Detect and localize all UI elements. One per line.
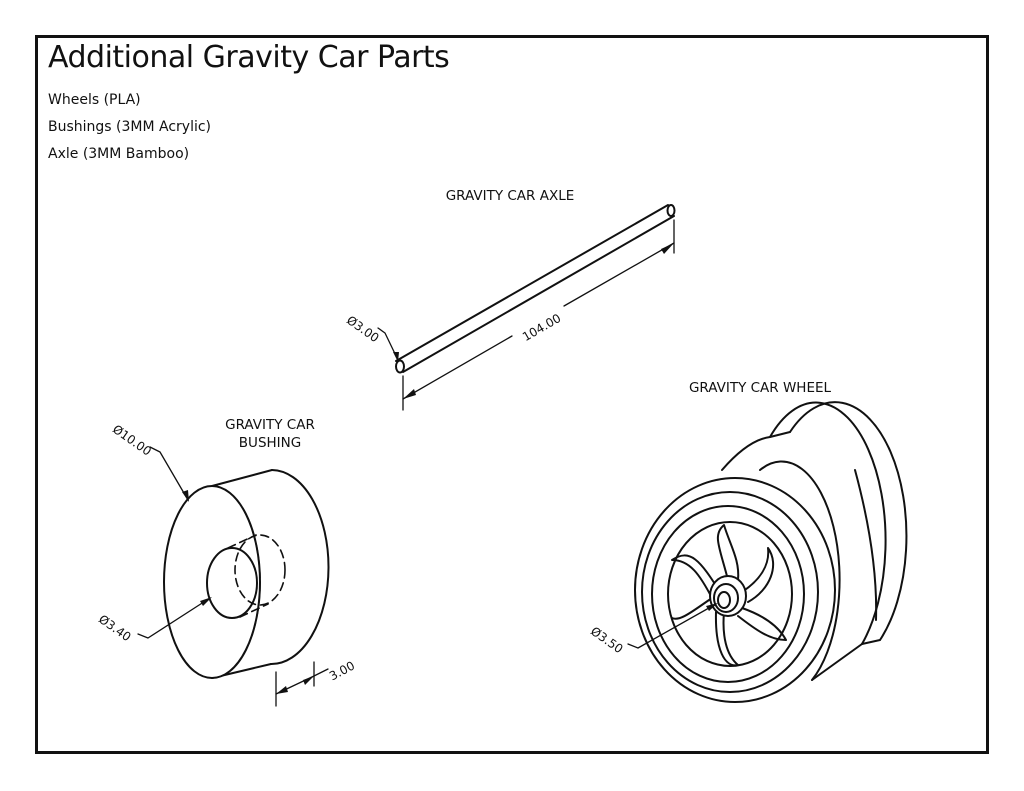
sheet-title: Additional Gravity Car Parts: [48, 40, 450, 75]
material-bushings: Bushings (3MM Acrylic): [48, 119, 212, 135]
material-axle: Axle (3MM Bamboo): [48, 146, 190, 162]
wheel-drawing: [627, 401, 908, 703]
bushing-drawing: [137, 446, 330, 707]
bushing-label-line1: GRAVITY CAR: [225, 417, 315, 433]
drawing-border: [35, 35, 989, 754]
bushing-label-line2: BUSHING: [238, 435, 302, 451]
material-wheels: Wheels (PLA): [48, 92, 141, 108]
wheel-label: GRAVITY CAR WHEEL: [688, 380, 832, 396]
axle-drawing: [377, 204, 676, 411]
bushing-label: GRAVITY CAR BUSHING: [190, 416, 350, 452]
axle-label: GRAVITY CAR AXLE: [445, 188, 575, 204]
